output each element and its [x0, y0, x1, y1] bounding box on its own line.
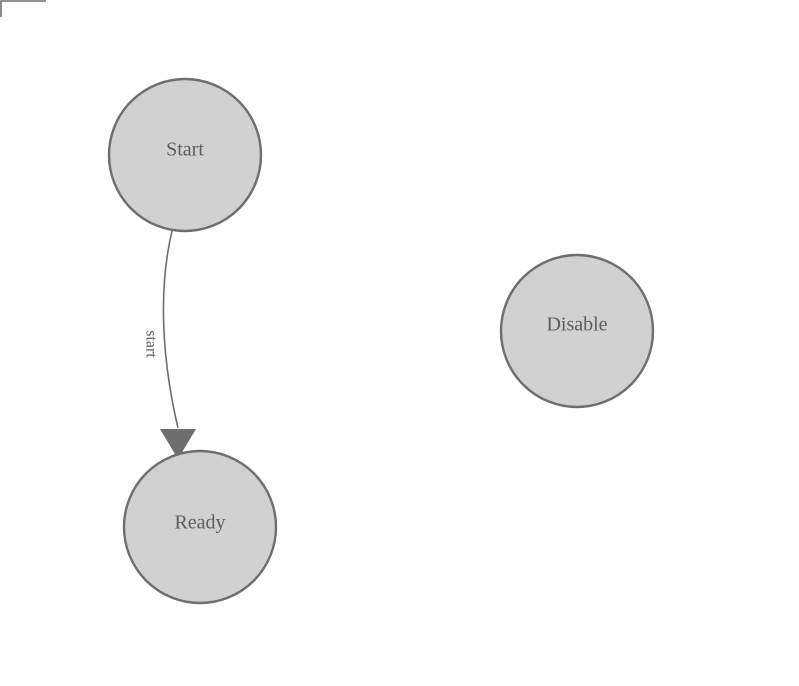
top-left-corner-mark [0, 0, 46, 17]
node-ready[interactable]: Ready [122, 449, 278, 605]
node-ready-circle [122, 449, 278, 605]
node-disable-label: Disable [546, 314, 607, 336]
node-ready-label: Ready [174, 512, 225, 534]
node-start-circle [107, 77, 263, 233]
node-start[interactable]: Start [107, 77, 263, 233]
node-start-label: Start [166, 139, 204, 161]
edge-path-start-to-ready [162, 230, 179, 429]
arrowhead-icon [160, 429, 196, 459]
node-disable-circle [499, 253, 655, 409]
edge-label-start: start [142, 330, 159, 358]
node-disable[interactable]: Disable [499, 253, 655, 409]
edge-start-to-ready[interactable]: start [142, 230, 196, 459]
